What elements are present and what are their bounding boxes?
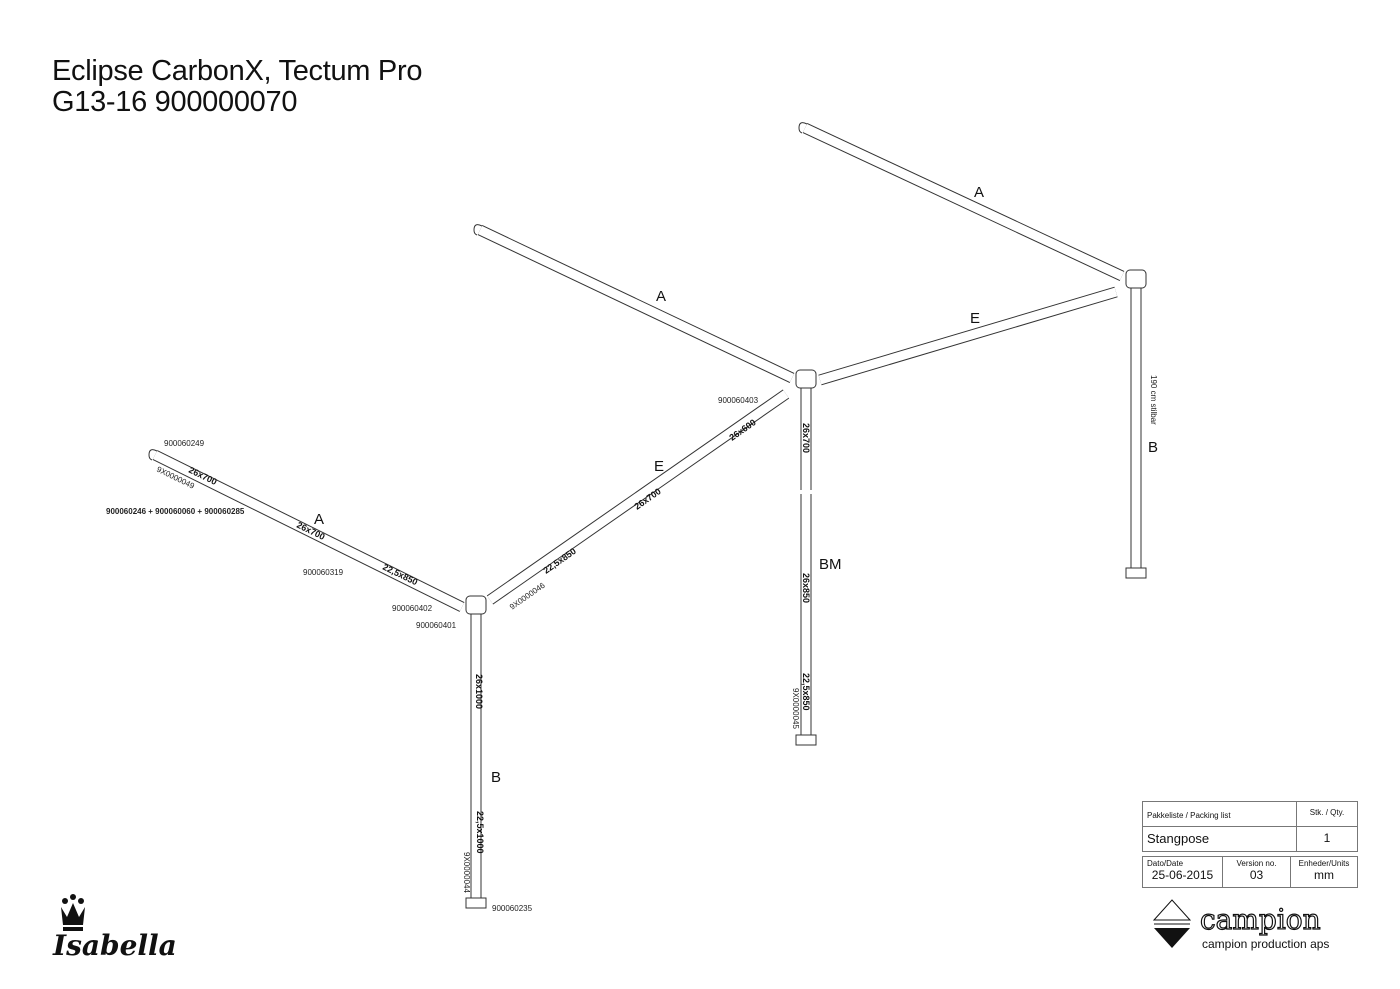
label-b-left: B bbox=[491, 769, 501, 786]
pn-900060235: 900060235 bbox=[492, 904, 533, 913]
pn-900060402: 900060402 bbox=[392, 604, 433, 613]
version-label: Version no. bbox=[1236, 859, 1277, 868]
label-bm: BM bbox=[819, 556, 842, 573]
packing-item: Stangpose bbox=[1143, 827, 1297, 851]
version-value: 03 bbox=[1249, 868, 1264, 882]
hub-left bbox=[465, 595, 487, 615]
poles bbox=[148, 122, 1142, 902]
dim-c3: 22,5x850 bbox=[801, 673, 811, 711]
drawing-title: Eclipse CarbonX, Tectum Pro G13-16 90000… bbox=[52, 56, 422, 118]
label-a-center: A bbox=[656, 288, 666, 305]
dim-c1: 26x700 bbox=[801, 423, 811, 453]
date-value: 25-06-2015 bbox=[1151, 868, 1214, 882]
campion-tagline: campion production aps bbox=[1202, 937, 1329, 951]
isabella-wordmark: Isabella bbox=[52, 929, 177, 962]
pn-combo: 900060246 + 900060060 + 900060285 bbox=[106, 507, 245, 516]
dim-right-note: 190 cm stilbar bbox=[1149, 375, 1158, 425]
title-line-2: G13-16 900000070 bbox=[52, 86, 298, 118]
pn-900060249: 900060249 bbox=[164, 439, 205, 448]
foot-left bbox=[465, 897, 487, 909]
pn-900060403: 900060403 bbox=[718, 396, 759, 405]
dim-b1: 26x1000 bbox=[474, 674, 484, 709]
pole-a-right bbox=[803, 123, 1124, 281]
pn-9x0000045: 9X0000045 bbox=[791, 688, 800, 729]
hub-center bbox=[795, 369, 817, 389]
units-value: mm bbox=[1314, 868, 1334, 882]
campion-wordmark: campion bbox=[1200, 903, 1321, 936]
pole-e-left bbox=[487, 390, 789, 604]
label-e-left: E bbox=[654, 458, 664, 475]
foot-center bbox=[795, 734, 817, 746]
pole-a-center bbox=[478, 225, 794, 383]
title-line-1: Eclipse CarbonX, Tectum Pro bbox=[52, 55, 423, 87]
hub-right bbox=[1125, 269, 1147, 289]
label-a-right: A bbox=[974, 184, 984, 201]
packing-qty: 1 bbox=[1323, 831, 1331, 845]
date-label: Dato/Date bbox=[1147, 859, 1184, 868]
campion-logo: campion campion production aps bbox=[1152, 899, 1329, 951]
crown-icon bbox=[61, 894, 85, 931]
isabella-logo: Isabella bbox=[52, 894, 177, 962]
packing-list-table: Pakkeliste / Packing list Stk. / Qty. St… bbox=[1142, 801, 1358, 888]
qty-header: Stk. / Qty. bbox=[1309, 808, 1345, 817]
pole-e-right bbox=[818, 287, 1118, 385]
label-e-right: E bbox=[970, 310, 980, 327]
pole-a-left bbox=[153, 450, 464, 612]
dim-c2: 26x850 bbox=[801, 573, 811, 603]
label-b-right: B bbox=[1148, 439, 1158, 456]
hook-icon bbox=[473, 224, 483, 236]
pn-9x0000044: 9X0000044 bbox=[462, 852, 471, 893]
packing-list-header: Pakkeliste / Packing list bbox=[1143, 802, 1297, 826]
pn-900060319: 900060319 bbox=[303, 568, 344, 577]
hook-icon bbox=[798, 122, 808, 134]
units-label: Enheder/Units bbox=[1298, 859, 1350, 868]
label-a-left: A bbox=[314, 511, 324, 528]
hook-icon bbox=[148, 449, 158, 461]
foot-right bbox=[1125, 567, 1147, 579]
pn-900060401: 900060401 bbox=[416, 621, 457, 630]
dim-b2: 22,5x1000 bbox=[475, 811, 485, 854]
